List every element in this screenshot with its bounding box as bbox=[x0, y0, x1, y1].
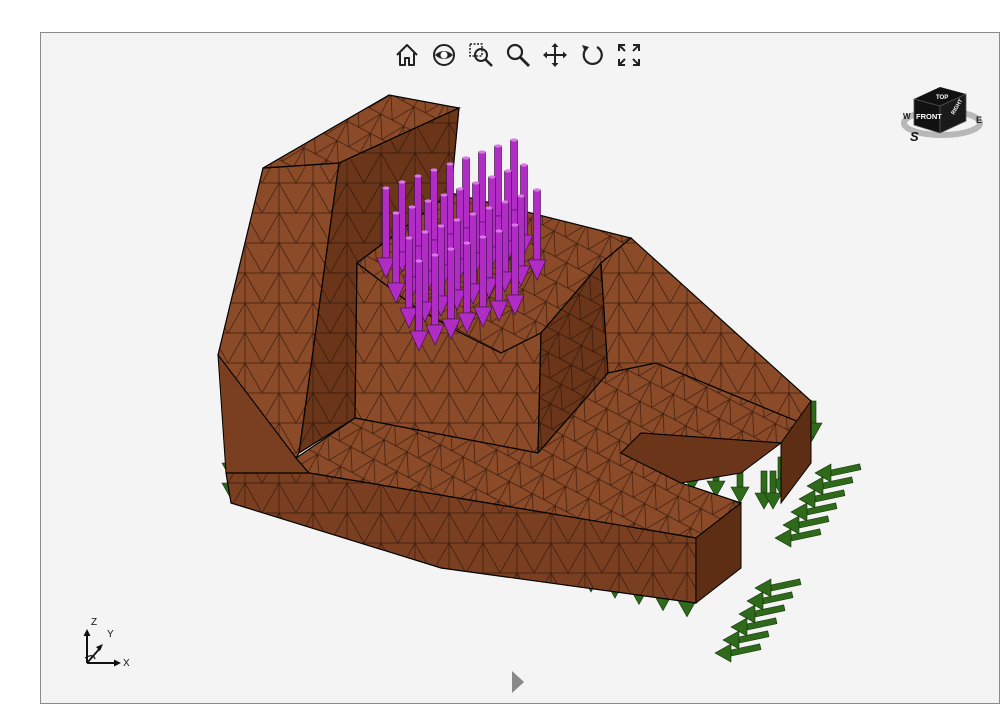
fixture-arrow bbox=[774, 528, 822, 548]
zoom-window-button[interactable] bbox=[465, 40, 496, 71]
fixture-arrow bbox=[714, 643, 762, 663]
zoom-window-icon bbox=[468, 43, 493, 67]
load-arrow bbox=[409, 259, 429, 352]
load-arrow bbox=[457, 241, 477, 334]
cube-front-label: FRONT bbox=[916, 112, 942, 121]
fixture-arrow bbox=[722, 630, 770, 650]
viewer-toolbar bbox=[391, 39, 644, 71]
compass-south-label: S bbox=[910, 129, 919, 144]
fixture-arrow bbox=[754, 578, 802, 598]
pan-button[interactable] bbox=[539, 40, 570, 71]
axis-y-label: Y bbox=[107, 629, 114, 640]
zoom-button[interactable] bbox=[502, 40, 533, 71]
magnifier-icon bbox=[506, 43, 530, 67]
fixture-arrow bbox=[806, 476, 854, 496]
fixture-arrow bbox=[746, 591, 794, 611]
eye-icon bbox=[432, 44, 455, 66]
3d-viewport[interactable]: TOP FRONT RIGHT W E S Z Y X bbox=[40, 32, 1000, 704]
fullscreen-button[interactable] bbox=[613, 40, 644, 71]
cube-top-face[interactable] bbox=[914, 87, 966, 106]
view-cube[interactable]: TOP FRONT RIGHT W E S bbox=[896, 61, 996, 145]
load-arrow bbox=[505, 223, 525, 316]
load-arrow bbox=[425, 253, 445, 346]
fixture-arrow bbox=[814, 463, 862, 483]
fixture-arrow bbox=[730, 464, 750, 504]
load-arrow bbox=[386, 211, 406, 304]
fixture-arrow bbox=[782, 515, 830, 535]
fixture-arrow bbox=[763, 470, 783, 510]
look-at-button[interactable] bbox=[428, 40, 459, 71]
rotate-icon bbox=[581, 45, 603, 66]
mesh-model[interactable] bbox=[217, 94, 812, 605]
axis-z-label: Z bbox=[91, 617, 97, 628]
slot-cutout bbox=[620, 432, 783, 484]
pan-arrows-icon bbox=[542, 43, 567, 67]
home-button[interactable] bbox=[391, 40, 422, 71]
base-right-face-2 bbox=[780, 399, 812, 505]
axis-x-label: X bbox=[123, 658, 130, 669]
axis-triad: Z Y X bbox=[71, 611, 141, 671]
mesh-model-scene[interactable] bbox=[41, 33, 1000, 704]
compass-west-label: W bbox=[903, 112, 911, 121]
expand-panel-button[interactable] bbox=[509, 669, 527, 695]
cube-right-face[interactable] bbox=[939, 93, 967, 134]
load-arrow bbox=[527, 188, 547, 281]
fullscreen-icon bbox=[617, 44, 640, 66]
home-icon bbox=[395, 44, 418, 66]
load-arrow bbox=[473, 235, 493, 328]
caret-right-icon bbox=[512, 671, 524, 693]
load-arrow bbox=[441, 247, 461, 340]
cube-top-label: TOP bbox=[936, 95, 948, 101]
base-right-face bbox=[695, 501, 742, 605]
load-arrow bbox=[399, 236, 419, 329]
load-arrows bbox=[376, 138, 547, 352]
compass-east-label: E bbox=[976, 115, 982, 125]
rotate-button[interactable] bbox=[576, 40, 607, 71]
load-arrow bbox=[489, 229, 509, 322]
load-arrow bbox=[376, 186, 396, 279]
